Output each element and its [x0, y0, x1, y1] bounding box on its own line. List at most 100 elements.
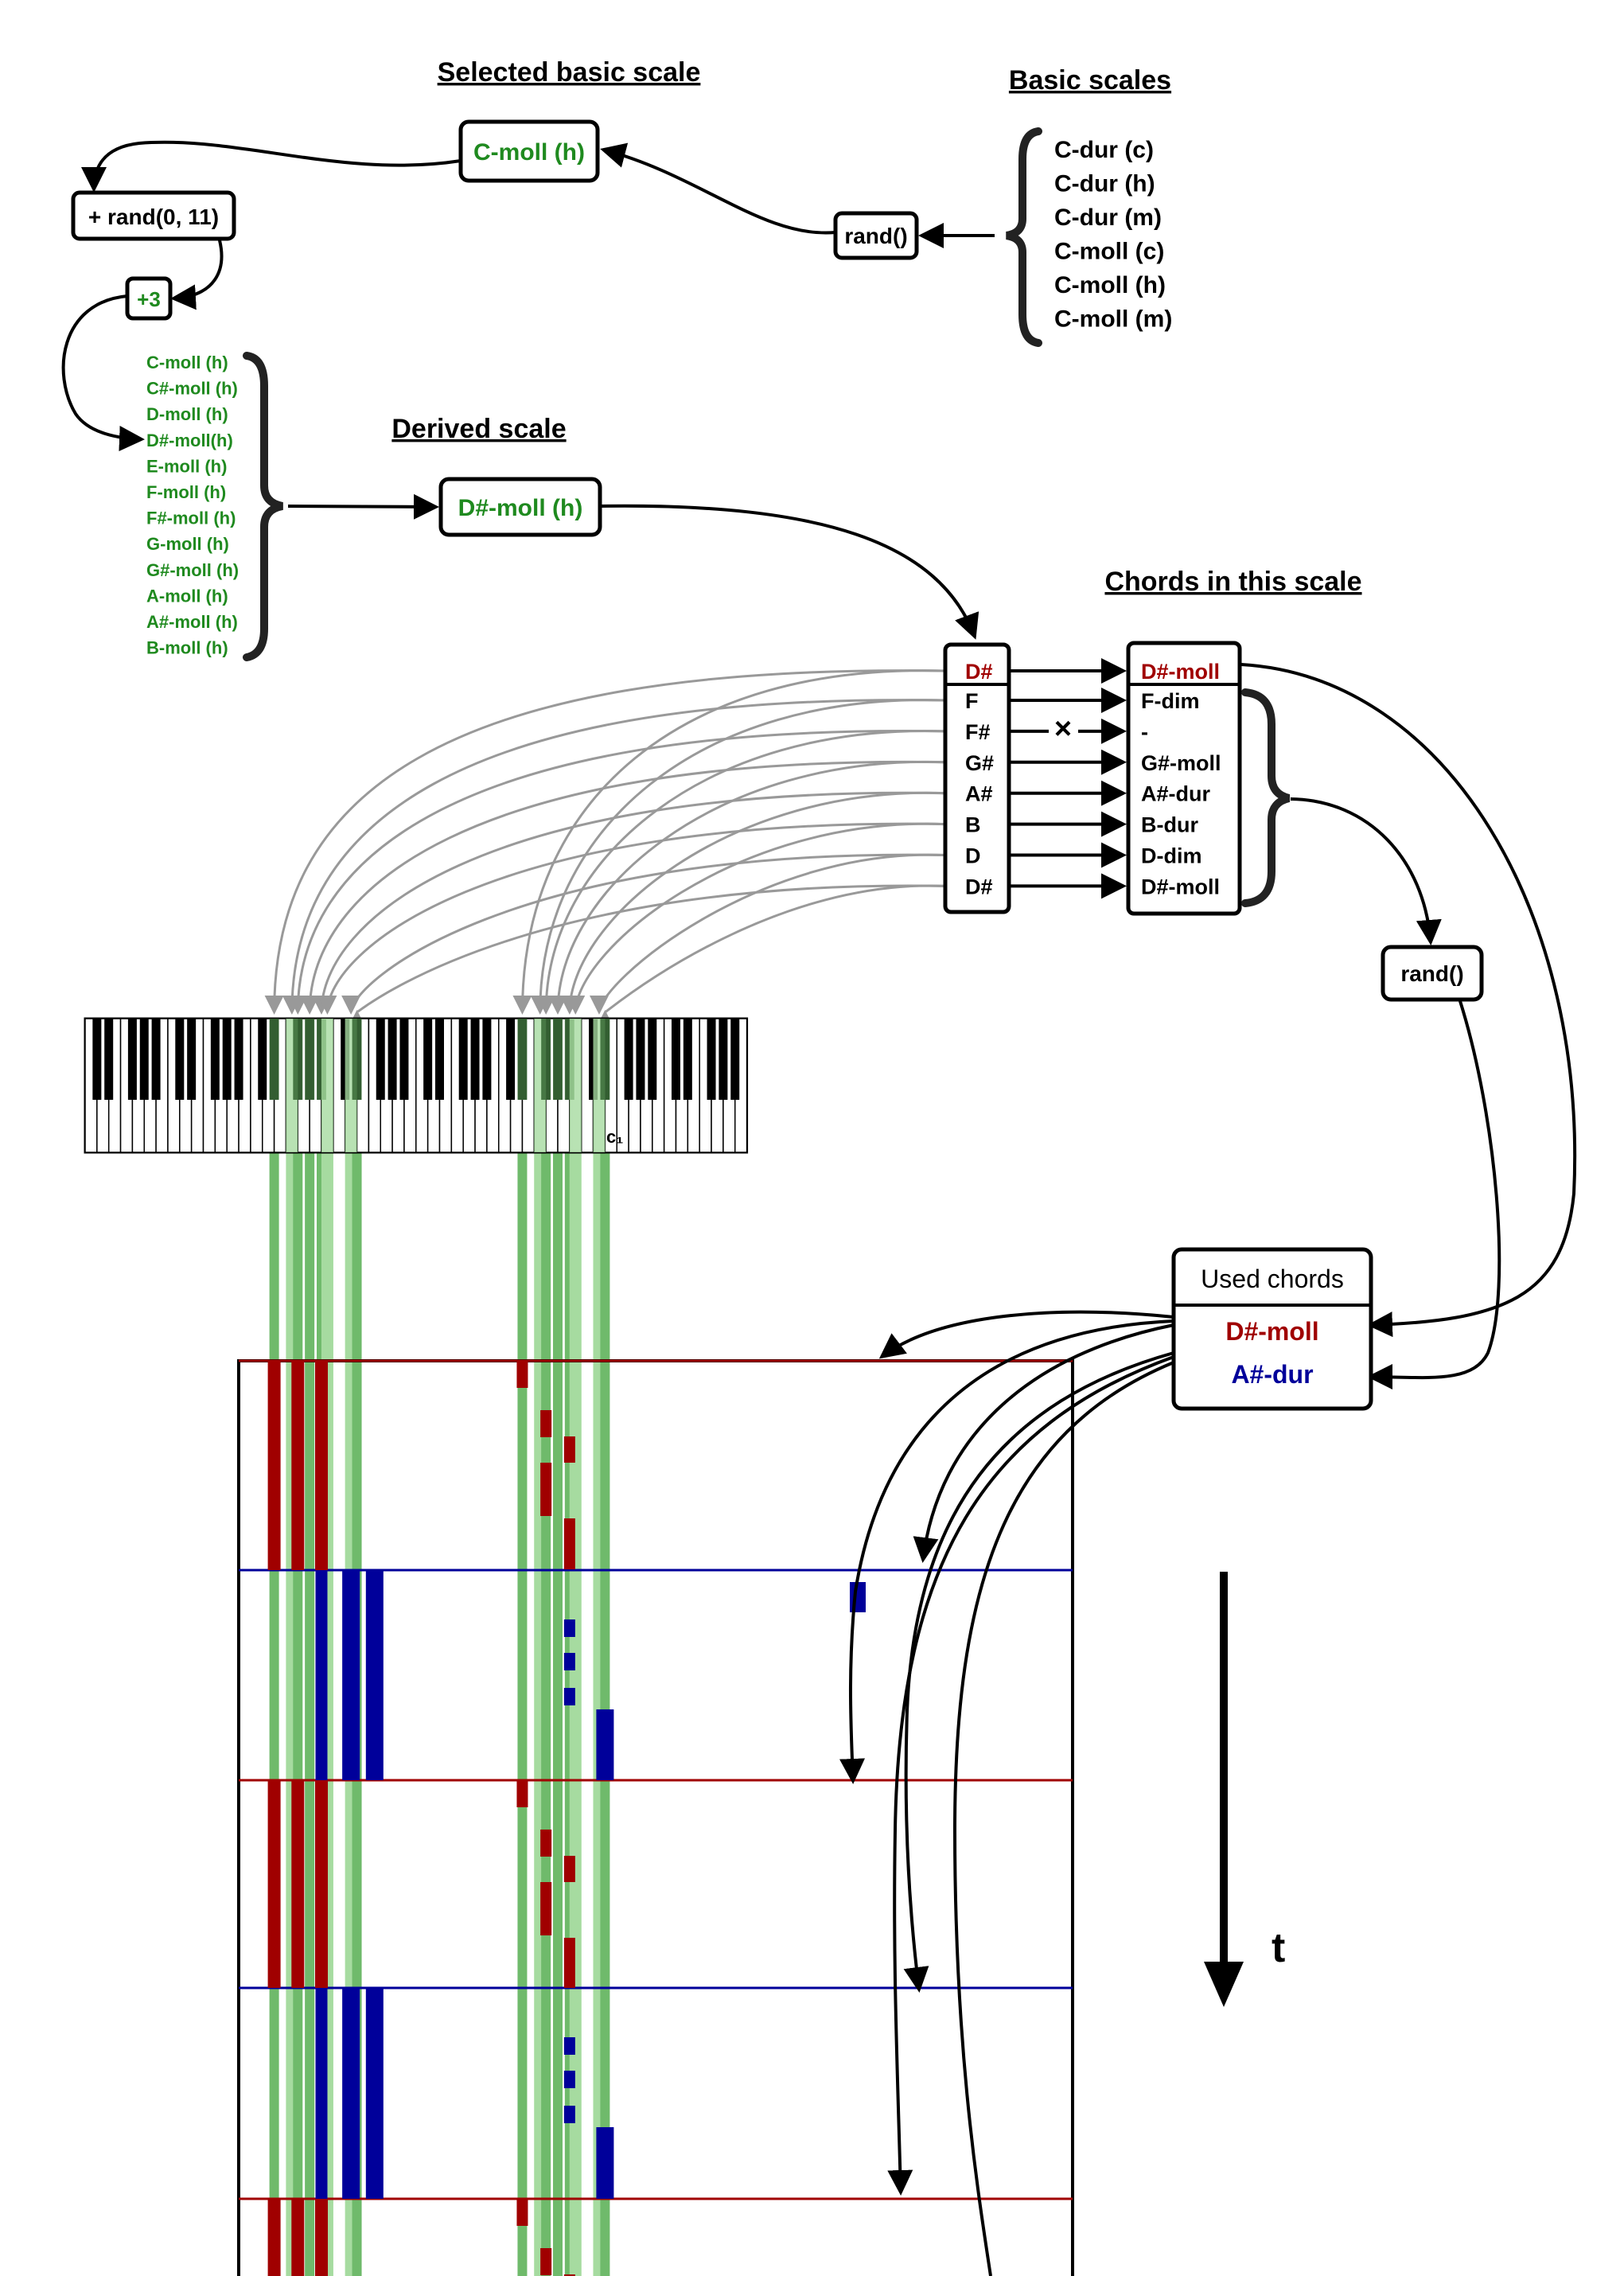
black-key[interactable] [719, 1019, 728, 1100]
scale-list-item: D#-moll(h) [146, 431, 233, 450]
arrow-used-to-row [903, 1351, 1174, 1993]
black-key[interactable] [92, 1019, 102, 1100]
chord-item: B-dur [1141, 813, 1198, 837]
black-key[interactable] [234, 1019, 243, 1100]
basic-scales-brace [1006, 127, 1042, 347]
gray-arrow [536, 730, 946, 1015]
scale-list-item: G#-moll (h) [146, 560, 239, 580]
chord-item: F-dim [1141, 689, 1200, 713]
rand-offset-label: + rand(0, 11) [88, 205, 219, 229]
derived-scales-list: C-moll (h)C#-moll (h)D-moll (h)D#-moll(h… [146, 353, 239, 658]
rand-offset-box: + rand(0, 11) [71, 190, 236, 241]
arrow-rand-to-used [1367, 1000, 1501, 1390]
gray-arrow [264, 669, 946, 1015]
note-block [540, 1830, 552, 1857]
note-block [291, 1361, 305, 1570]
arrow-used-to-row [887, 1355, 1174, 2196]
chord-item: A#-dur [1141, 782, 1210, 806]
scale-list-item: F#-moll (h) [146, 509, 236, 528]
chord-item: G#-moll [1141, 751, 1221, 775]
note-block [540, 1882, 552, 1935]
black-key[interactable] [636, 1019, 645, 1100]
highlight-column [293, 1152, 303, 2276]
scale-list-item: A-moll (h) [146, 586, 228, 606]
selected-scale-label: C-moll (h) [473, 139, 585, 166]
selected-scale-box: C-moll (h) [458, 119, 600, 183]
note-block [563, 2037, 575, 2055]
note-to-chord-arrows [1011, 658, 1127, 899]
black-key[interactable] [151, 1019, 161, 1100]
piano-roll-chord-boundaries [239, 1359, 1073, 2200]
black-key[interactable] [388, 1019, 397, 1100]
derived-scale-label: D#-moll (h) [458, 495, 583, 521]
blocked-mapping-x: × [1054, 712, 1072, 746]
arrow-rand-to-selected [600, 142, 836, 235]
black-key[interactable] [376, 1019, 385, 1100]
note-block [563, 1856, 575, 1882]
basic-scale-item: C-moll (c) [1054, 239, 1164, 265]
note-block [315, 1361, 328, 1570]
note-block [563, 1653, 575, 1670]
black-key[interactable] [672, 1019, 680, 1100]
basic-scale-item: C-dur (h) [1054, 171, 1155, 197]
black-key[interactable] [435, 1019, 444, 1100]
highlighted-key [600, 1019, 610, 1100]
highlight-column [541, 1152, 551, 2276]
black-key[interactable] [104, 1019, 114, 1100]
black-key[interactable] [482, 1019, 492, 1100]
gray-arrow [312, 791, 946, 1015]
middle-c-label: c₁ [606, 1127, 623, 1147]
chords-brace [1241, 688, 1291, 907]
black-key[interactable] [222, 1019, 232, 1100]
note-block [315, 2199, 328, 2276]
highlighted-key [517, 1019, 528, 1100]
black-key[interactable] [506, 1019, 516, 1100]
note-block [291, 2199, 305, 2276]
note-block [365, 1988, 384, 2199]
black-key[interactable] [730, 1019, 740, 1100]
gray-arrow [341, 853, 946, 1015]
basic-scales-list: C-dur (c)C-dur (h)C-dur (m)C-moll (c)C-m… [1054, 137, 1172, 333]
black-key[interactable] [127, 1019, 137, 1100]
gray-arrow [566, 822, 946, 1015]
highlight-column [269, 1152, 279, 2276]
highlighted-key [321, 1019, 333, 1152]
black-key[interactable] [458, 1019, 468, 1100]
black-key[interactable] [648, 1019, 657, 1100]
gray-arrow [548, 760, 946, 1015]
black-key[interactable] [175, 1019, 185, 1100]
highlighted-key [305, 1019, 315, 1100]
scale-note: D# [965, 875, 993, 898]
rand-basic-label: rand() [844, 224, 907, 248]
black-key[interactable] [399, 1019, 409, 1100]
gray-arrow [530, 699, 946, 1015]
note-block [267, 1780, 281, 1988]
heading-chords-in-scale: Chords in this scale [1104, 567, 1361, 597]
black-key[interactable] [139, 1019, 149, 1100]
black-key[interactable] [258, 1019, 267, 1100]
scale-list-item: F-moll (h) [146, 482, 226, 502]
piano-roll-notes [267, 1361, 866, 2276]
black-key[interactable] [210, 1019, 220, 1100]
black-key[interactable] [423, 1019, 433, 1100]
black-key[interactable] [187, 1019, 197, 1100]
black-key[interactable] [470, 1019, 480, 1100]
black-key[interactable] [683, 1019, 692, 1100]
highlighted-key [553, 1019, 563, 1100]
arrow-used-to-row [913, 1323, 1174, 1563]
black-key[interactable] [624, 1019, 633, 1100]
highlight-column [569, 1152, 582, 2276]
note-block [596, 1709, 614, 1780]
chord-item: D#-moll [1141, 660, 1220, 684]
note-block [540, 1463, 552, 1516]
arrow-first-chord-to-used [1240, 663, 1577, 1338]
highlighted-key [269, 1019, 279, 1100]
chord-item: D-dim [1141, 844, 1202, 868]
note-block [563, 1938, 575, 1988]
black-key[interactable] [707, 1019, 716, 1100]
scale-note: D [965, 844, 981, 868]
note-block [291, 1780, 305, 1988]
note-block [516, 1361, 528, 1388]
arrow-plus3-to-list [61, 294, 145, 451]
